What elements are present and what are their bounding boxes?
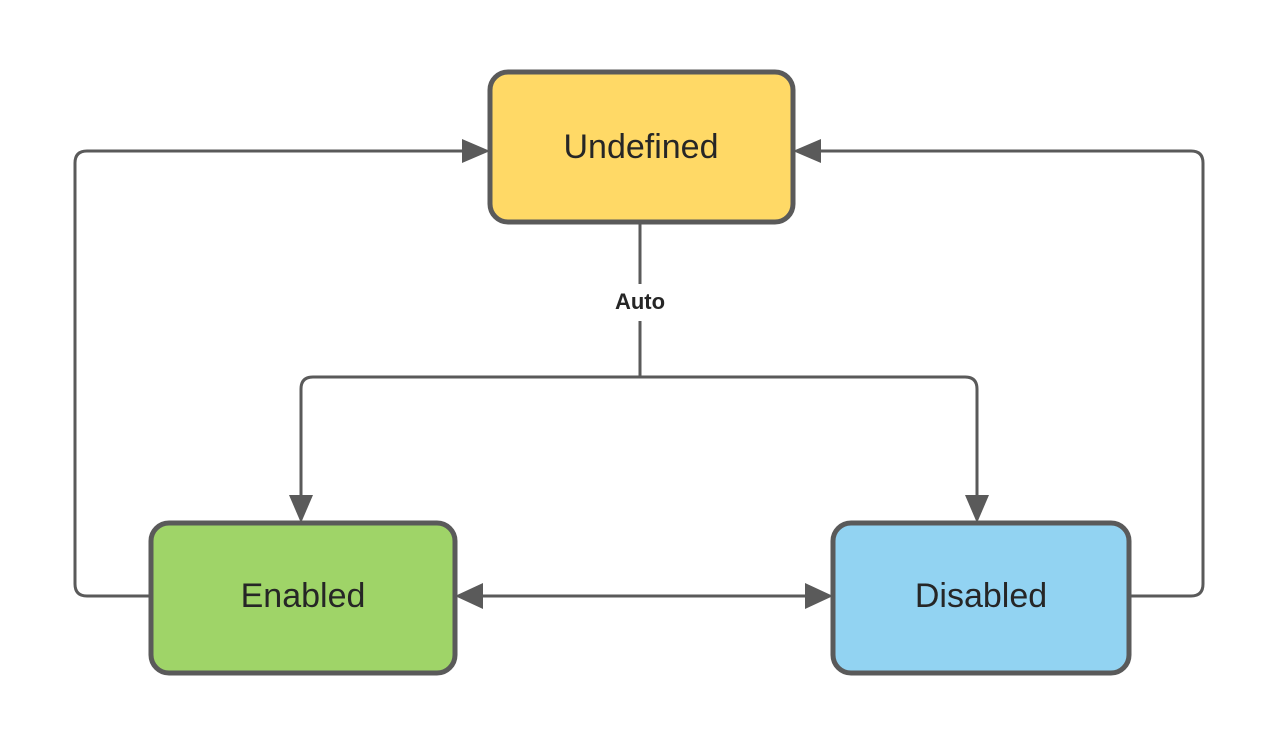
node-shape-disabled[interactable]	[830, 520, 1132, 676]
edge-path-auto-left	[299, 375, 640, 500]
edge-enabled-disabled	[455, 583, 833, 609]
edge-label-backdrop-auto	[596, 284, 684, 321]
edge-path-auto-right	[640, 375, 979, 500]
edge-path-enabled-undefined	[73, 149, 467, 598]
node-undefined[interactable]: Undefined	[487, 69, 796, 225]
edge-disabled-to-undefined	[793, 139, 1205, 598]
node-shape-undefined[interactable]	[487, 69, 796, 225]
arrowhead-into-disabled-left	[805, 583, 833, 609]
node-shape-enabled[interactable]	[148, 520, 458, 676]
node-enabled[interactable]: Enabled	[148, 520, 458, 676]
edge-auto-branch: Auto	[289, 222, 989, 523]
arrowhead-into-enabled-top	[289, 495, 313, 523]
edge-enabled-to-undefined	[73, 139, 490, 598]
arrowhead-into-enabled-right	[455, 583, 483, 609]
node-disabled[interactable]: Disabled	[830, 520, 1132, 676]
arrowhead-into-disabled-top	[965, 495, 989, 523]
edge-path-disabled-undefined	[816, 149, 1205, 598]
arrowhead-into-undefined-right	[793, 139, 821, 163]
arrowhead-into-undefined-left	[462, 139, 490, 163]
